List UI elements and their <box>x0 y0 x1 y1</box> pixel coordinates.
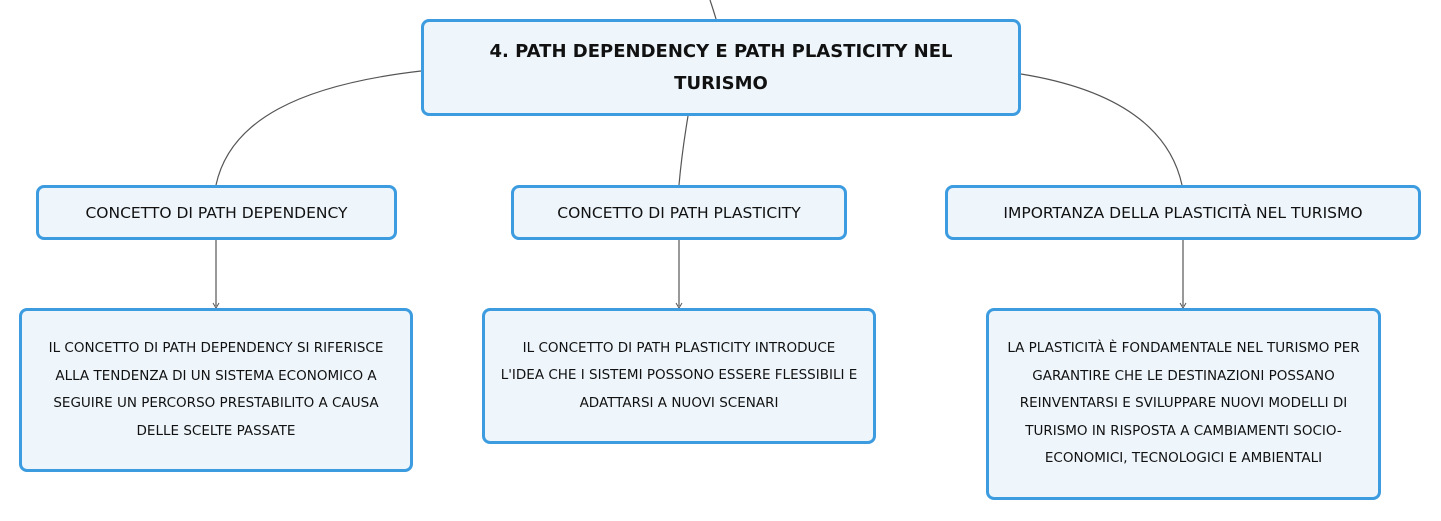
topic-node-label: CONCETTO DI PATH DEPENDENCY <box>85 203 348 222</box>
topic-node-label: IMPORTANZA DELLA PLASTICITÀ NEL TURISMO <box>1003 203 1363 222</box>
detail-node-text: IL CONCETTO DI PATH DEPENDENCY SI RIFERI… <box>48 340 384 439</box>
detail-node-importanza-plasticita[interactable]: LA PLASTICITÀ È FONDAMENTALE NEL TURISMO… <box>986 308 1381 500</box>
topic-node-path-plasticity[interactable]: CONCETTO DI PATH PLASTICITY <box>511 185 847 240</box>
topic-node-label: CONCETTO DI PATH PLASTICITY <box>557 203 801 222</box>
detail-node-text: IL CONCETTO DI PATH PLASTICITY INTRODUCE… <box>500 339 858 411</box>
detail-node-path-plasticity[interactable]: IL CONCETTO DI PATH PLASTICITY INTRODUCE… <box>482 308 876 444</box>
connector-root-topic-2 <box>678 115 689 186</box>
connector-root-topic-3 <box>1020 73 1183 186</box>
root-node-label: 4. PATH DEPENDENCY E PATH PLASTICITY NEL… <box>489 40 953 94</box>
detail-node-path-dependency[interactable]: IL CONCETTO DI PATH DEPENDENCY SI RIFERI… <box>19 308 413 472</box>
detail-node-text: LA PLASTICITÀ È FONDAMENTALE NEL TURISMO… <box>1007 340 1360 467</box>
topic-node-path-dependency[interactable]: CONCETTO DI PATH DEPENDENCY <box>36 185 397 240</box>
root-node[interactable]: 4. PATH DEPENDENCY E PATH PLASTICITY NEL… <box>421 19 1021 116</box>
parent-connector <box>709 0 717 20</box>
topic-node-importanza-plasticita[interactable]: IMPORTANZA DELLA PLASTICITÀ NEL TURISMO <box>945 185 1421 240</box>
connector-root-topic-1 <box>215 70 422 186</box>
